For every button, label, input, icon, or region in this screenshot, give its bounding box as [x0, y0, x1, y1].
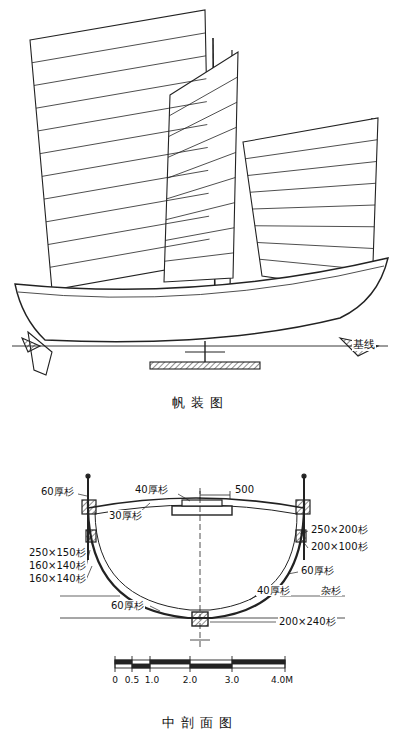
dimension-label: 200×100杉	[310, 541, 369, 552]
sail-batten	[169, 77, 237, 116]
scale-tick	[115, 656, 116, 672]
dimension-label: 杂杉	[320, 585, 342, 596]
scale-segment	[115, 660, 132, 664]
sail-batten	[167, 152, 235, 178]
scale-segment	[190, 664, 232, 668]
sail-batten	[253, 205, 376, 209]
sail-batten	[48, 216, 209, 244]
dimension-label: 200×240杉	[278, 616, 337, 627]
sail-batten	[34, 56, 206, 86]
dimension-label: 160×140杉	[28, 573, 87, 584]
sail-batten	[50, 239, 210, 267]
scale-bar	[115, 656, 285, 672]
dimension-label: 40厚杉	[256, 585, 291, 596]
midship-section	[60, 474, 345, 650]
sail-batten	[168, 127, 236, 157]
scale-number: 2.0	[182, 676, 198, 686]
scale-number: 4.0M	[270, 676, 294, 686]
sail-batten	[255, 226, 374, 227]
sail-batten	[46, 193, 209, 222]
sail-batten	[36, 79, 206, 108]
sail-batten	[44, 170, 208, 199]
baseline-label: 基线	[352, 339, 376, 351]
sail-batten	[248, 162, 377, 176]
sail-batten	[165, 228, 234, 241]
dimension-label: 30厚杉	[108, 510, 143, 521]
scale-tick	[150, 656, 151, 672]
scale-tick	[190, 656, 191, 672]
dimension-label: 40厚杉	[134, 484, 169, 495]
scale-number: 1.0	[144, 676, 160, 686]
sail-batten	[166, 203, 235, 220]
sail-batten	[38, 102, 207, 131]
scale-number: 3.0	[224, 676, 240, 686]
dimension-label: 60厚杉	[110, 600, 145, 611]
sail-batten	[32, 33, 205, 63]
scale-segment	[150, 660, 190, 664]
sail-plan	[12, 10, 388, 375]
figure-caption: 中剖面图	[161, 716, 239, 730]
dimension-label: 60厚杉	[300, 565, 335, 576]
scale-segment	[232, 660, 285, 664]
sail-batten	[165, 253, 234, 261]
sail-batten	[257, 243, 373, 249]
sail-batten	[167, 178, 236, 199]
scale-tick	[232, 656, 233, 672]
dimension-label: 250×150杉	[28, 547, 87, 558]
dimension-label: 60厚杉	[40, 486, 75, 497]
scale-segment	[132, 664, 150, 668]
dimension-label: 500	[234, 484, 255, 495]
sail-batten	[245, 140, 377, 159]
scale-number: 0	[111, 676, 119, 686]
scale-tick	[285, 656, 286, 672]
dimension-label: 250×200杉	[310, 524, 369, 535]
dimension-label: 160×140杉	[28, 560, 87, 571]
figure-caption: 帆装图	[171, 396, 230, 410]
scale-tick	[132, 656, 133, 672]
scale-number: 0.5	[124, 676, 140, 686]
sail-batten	[40, 125, 207, 154]
sail-batten	[250, 183, 376, 192]
